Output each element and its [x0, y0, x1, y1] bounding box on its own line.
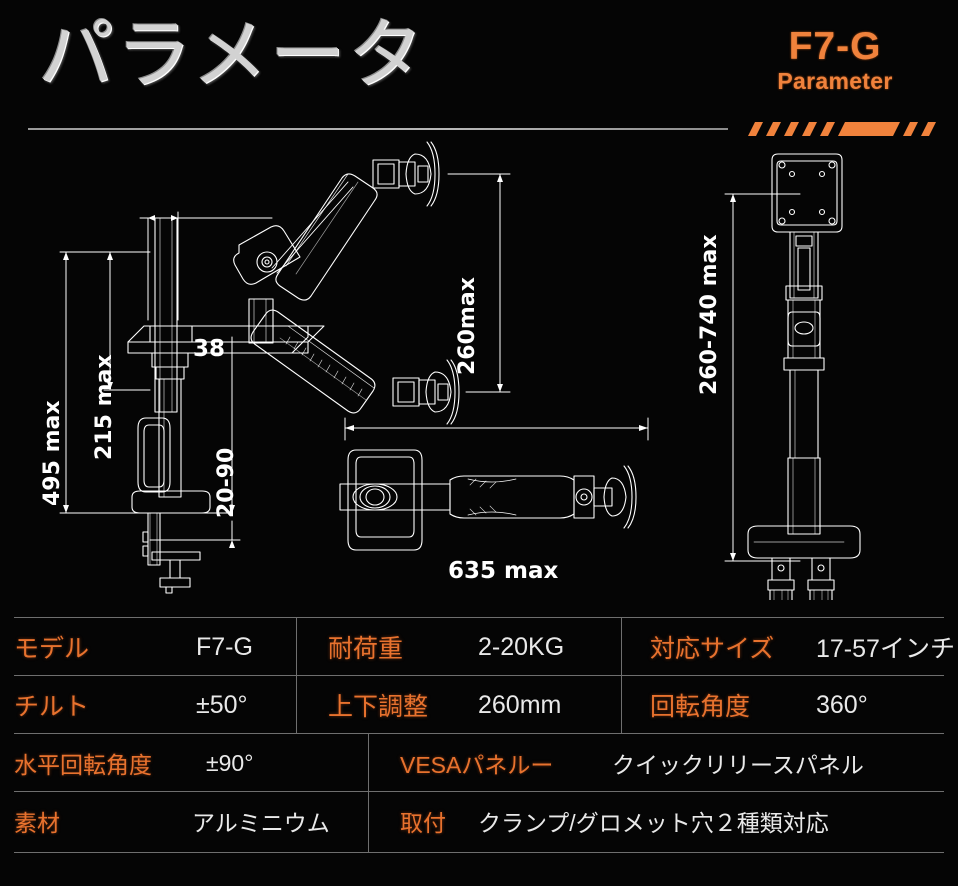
cell-label-swivel: 水平回転角度	[14, 734, 204, 792]
cell-label-vesa-panel: VESAパネルー	[400, 734, 610, 792]
dim-label-width-38: 38	[193, 336, 226, 362]
spec-table: モデル F7-G 耐荷重 2-20KG 対応サイズ 17-57インチ チルト ±…	[0, 606, 958, 854]
spec-value: ±90°	[206, 749, 254, 776]
table-row: 水平回転角度 ±90° VESAパネルー クイックリリースパネル	[14, 734, 944, 792]
monitor-arm-blueprint	[59, 141, 861, 633]
spec-label: モデル	[14, 635, 90, 663]
table-col-divider-b	[621, 617, 622, 733]
spec-label: 取付	[400, 810, 446, 836]
cell-value-height-adjust: 260mm	[478, 676, 628, 734]
spec-value: 2-20KG	[478, 632, 565, 661]
spec-label: チルト	[14, 693, 90, 721]
spec-value: 17-57インチ	[816, 635, 955, 663]
table-row-divider-2	[14, 733, 944, 734]
header-divider	[28, 128, 728, 130]
table-col-divider-a	[296, 617, 297, 733]
cell-value-model: F7-G	[196, 618, 306, 676]
cell-value-swivel: ±90°	[206, 734, 316, 792]
table-row: モデル F7-G 耐荷重 2-20KG 対応サイズ 17-57インチ	[14, 618, 955, 676]
spec-label: 水平回転角度	[14, 752, 152, 778]
cell-value-capacity: 2-20KG	[478, 618, 628, 676]
cell-value-material: アルミニウム	[192, 792, 372, 850]
spec-label: 回転角度	[650, 693, 751, 721]
spec-label: VESAパネルー	[400, 752, 554, 778]
cell-value-vesa-panel: クイックリリースパネル	[612, 734, 956, 792]
table-row: チルト ±50° 上下調整 260mm 回転角度 360°	[14, 676, 944, 734]
spec-value: クランプ/グロメット穴２種類対応	[478, 810, 829, 836]
spec-label: 対応サイズ	[650, 635, 775, 663]
spec-value: ±50°	[196, 690, 248, 719]
model-badge: F7-G Parameter	[730, 26, 940, 95]
spec-value: 360°	[816, 690, 868, 719]
dim-label-height-215max: 215 max	[92, 354, 117, 460]
spec-value: クイックリリースパネル	[612, 752, 864, 778]
cell-value-screen-size: 17-57インチ	[816, 618, 956, 676]
spec-value: F7-G	[196, 632, 253, 661]
cell-label-mounting: 取付	[400, 792, 490, 850]
table-border-bottom	[14, 852, 944, 853]
cell-label-rotation: 回転角度	[650, 676, 816, 734]
spec-value: 260mm	[478, 690, 562, 719]
table-row-divider-1	[14, 675, 944, 676]
dim-label-height-495max: 495 max	[40, 400, 65, 506]
dim-label-reach-635max: 635 max	[448, 558, 559, 584]
cell-label-capacity: 耐荷重	[328, 618, 478, 676]
cell-value-tilt: ±50°	[196, 676, 306, 734]
spec-label: 上下調整	[328, 693, 429, 721]
cell-label-tilt: チルト	[14, 676, 194, 734]
technical-drawing-area: 38 260max 495 max 215 max 20-90 635 max …	[0, 140, 958, 633]
cell-label-model: モデル	[14, 618, 194, 676]
cell-label-height-adjust: 上下調整	[328, 676, 478, 734]
spec-label: 素材	[14, 810, 60, 836]
table-col-divider-c	[368, 733, 369, 852]
dim-label-height-260-740: 260-740 max	[697, 234, 722, 395]
dim-label-clamp-20-90: 20-90	[214, 447, 239, 518]
page-title: パラメータ	[38, 13, 426, 98]
table-border-top	[14, 617, 944, 618]
cell-label-material: 素材	[14, 792, 184, 850]
cell-value-mounting: クランプ/グロメット穴２種類対応	[478, 792, 958, 850]
model-subtitle: Parameter	[777, 68, 893, 94]
dim-label-height-260max: 260max	[455, 277, 480, 375]
stripe-decoration-icon	[748, 122, 936, 136]
spec-label: 耐荷重	[328, 635, 404, 663]
table-row-divider-3	[14, 791, 944, 792]
spec-value: アルミニウム	[192, 810, 330, 836]
cell-value-rotation: 360°	[816, 676, 956, 734]
model-code: F7-G	[788, 25, 882, 68]
cell-label-screen-size: 対応サイズ	[650, 618, 816, 676]
table-row: 素材 アルミニウム 取付 クランプ/グロメット穴２種類対応	[14, 792, 944, 850]
